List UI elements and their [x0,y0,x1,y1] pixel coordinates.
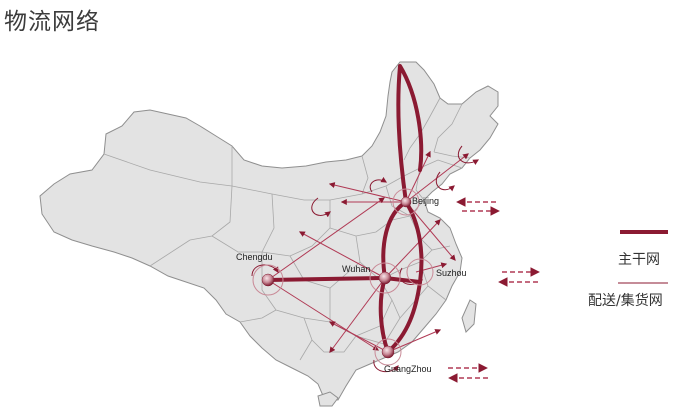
hainan-island [317,391,339,407]
city-label-suzhou: Suzhou [436,268,467,278]
feeder-route [298,231,386,279]
taiwan-island [461,299,477,333]
trunk-route-beijing-north [396,64,424,204]
city-label-chengdu: Chengdu [236,252,273,262]
node-guangzhou [374,338,402,366]
feeder-route [384,219,441,279]
trunk-route-beijing-east [404,200,424,284]
china-outline [39,61,499,401]
node-suzhou [406,258,434,286]
feeder-route [405,150,431,203]
loop-arrow [251,264,279,277]
loop-arrow [457,145,480,165]
trunk-route-beijing-west [381,200,408,280]
feeder-route [387,329,442,353]
hub-nodes [252,188,434,366]
legend: 主干网 配送/集货网 [588,230,668,309]
page-title: 物流网络 [4,9,100,35]
legend-trunk-label: 主干网 [618,252,660,268]
node-beijing [392,188,420,216]
trunk-route-chengdu-wuhan [266,276,387,282]
hub-loops [251,145,480,373]
node-chengdu [252,264,284,296]
loop-arrow [369,176,388,193]
city-label-wuhan: Wuhan [342,264,370,274]
trunk-route-wuhan-guangzhou [378,276,390,354]
city-label-guangzhou: GuangZhou [384,364,432,374]
feeder-route [267,197,385,281]
node-wuhan [369,262,401,294]
trunk-route-suzhou-guangzhou [386,280,422,354]
offshore-arrows [448,197,540,383]
loop-arrow [311,197,331,218]
city-labels: Beijing Chengdu Wuhan Suzhou GuangZhou [236,196,467,374]
china-landmass [39,61,499,407]
loop-arrow [373,359,399,373]
feeder-route [328,321,389,353]
feeder-route [267,279,380,351]
loop-arrow [435,171,455,192]
legend-feeder-label: 配送/集货网 [588,292,663,309]
city-label-beijing: Beijing [412,196,439,206]
